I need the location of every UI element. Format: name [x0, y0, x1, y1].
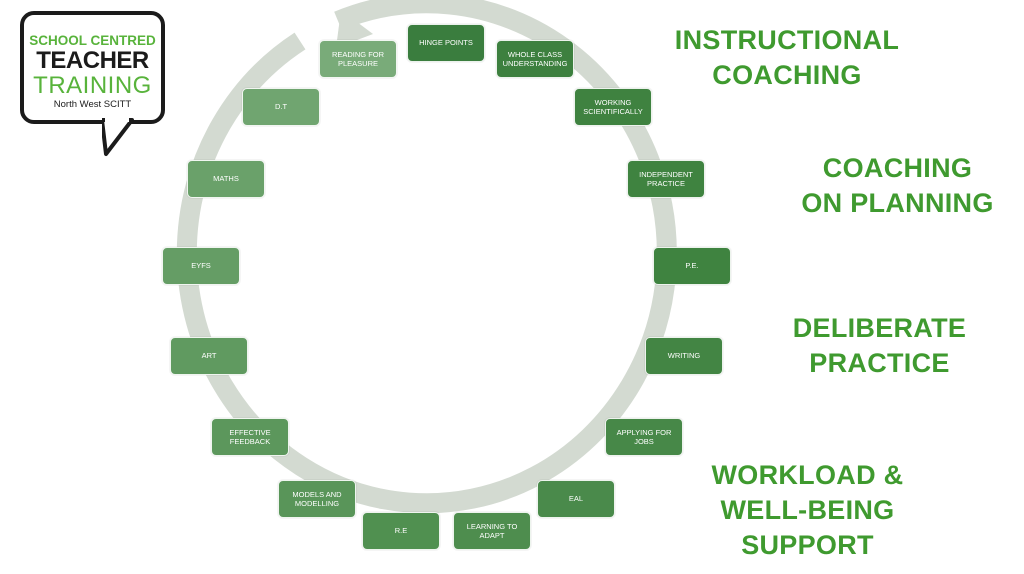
- heading-workload-line1: WORKLOAD &: [711, 460, 904, 490]
- heading-workload-line2: WELL-BEING: [720, 495, 895, 525]
- heading-deliberate-practice: DELIBERATE PRACTICE: [782, 311, 977, 381]
- cycle-item-effective-feedback: EFFECTIVE FEEDBACK: [211, 418, 289, 456]
- cycle-item-dt: D.T: [242, 88, 320, 126]
- cycle-item-maths: MATHS: [187, 160, 265, 198]
- logo-north-west-scitt: North West SCITT: [53, 99, 132, 110]
- heading-deliberate-line1: DELIBERATE: [792, 313, 967, 343]
- cycle-item-applying-for-jobs: APPLYING FOR JOBS: [605, 418, 683, 456]
- cycle-item-writing: WRITING: [645, 337, 723, 375]
- cycle-item-whole-class-understanding: WHOLE CLASS UNDERSTANDING: [496, 40, 574, 78]
- logo-speech-tail: [102, 118, 134, 156]
- cycle-item-learning-to-adapt: LEARNING TO ADAPT: [453, 512, 531, 550]
- cycle-item-models-and-modelling: MODELS AND MODELLING: [278, 480, 356, 518]
- cycle-item-re: R.E: [362, 512, 440, 550]
- heading-workload-well-being-support: WORKLOAD & WELL-BEING SUPPORT: [700, 458, 915, 563]
- heading-instructional-coaching: INSTRUCTIONAL COACHING: [672, 23, 902, 93]
- logo-school-centred: SCHOOL CENTRED: [29, 33, 156, 48]
- cycle-item-working-scientifically: WORKING SCIENTIFICALLY: [574, 88, 652, 126]
- cycle-item-pe: P.E.: [653, 247, 731, 285]
- logo-teacher: TEACHER: [36, 47, 149, 74]
- cycle-item-reading-for-pleasure: READING FOR PLEASURE: [319, 40, 397, 78]
- cycle-arrow-head: [336, 10, 373, 48]
- cycle-item-eal: EAL: [537, 480, 615, 518]
- heading-planning-line1: COACHING: [822, 153, 973, 183]
- heading-deliberate-line2: PRACTICE: [809, 348, 950, 378]
- logo-speech-bubble: SCHOOL CENTRED TEACHER TRAINING North We…: [20, 11, 165, 124]
- cycle-item-independent-practice: INDEPENDENT PRACTICE: [627, 160, 705, 198]
- heading-instructional-line2: COACHING: [712, 60, 862, 90]
- heading-instructional-line1: INSTRUCTIONAL: [674, 25, 900, 55]
- cycle-item-hinge-points: HINGE POINTS: [407, 24, 485, 62]
- cycle-item-eyfs: EYFS: [162, 247, 240, 285]
- logo: SCHOOL CENTRED TEACHER TRAINING North We…: [20, 11, 175, 161]
- heading-workload-line3: SUPPORT: [741, 530, 874, 560]
- heading-planning-line2: ON PLANNING: [801, 188, 994, 218]
- logo-training: TRAINING: [33, 72, 152, 99]
- heading-coaching-on-planning: COACHING ON PLANNING: [795, 151, 1000, 221]
- cycle-item-art: ART: [170, 337, 248, 375]
